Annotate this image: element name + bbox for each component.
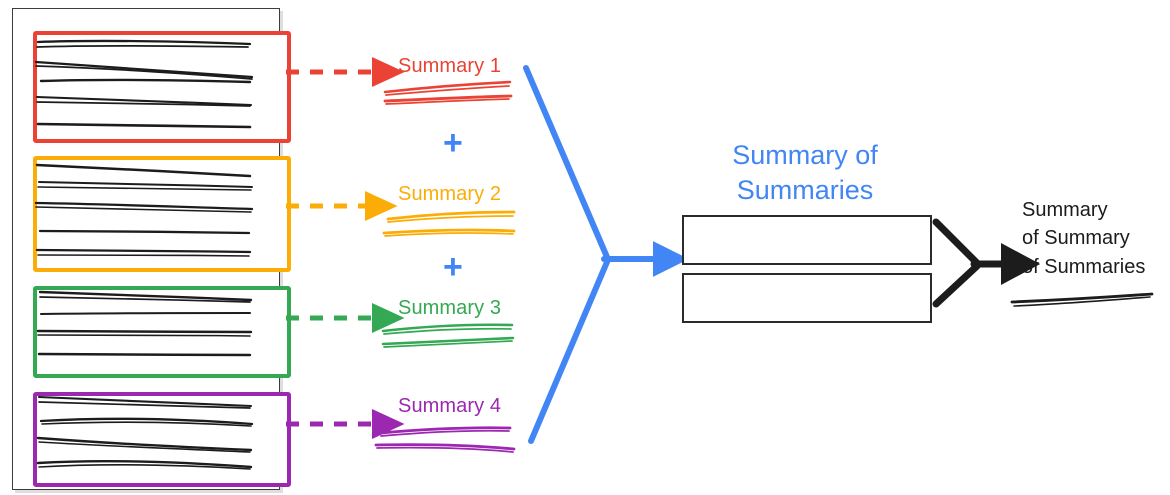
- chunk-1-text-lines: [34, 39, 254, 129]
- summary-3-label: Summary 3: [398, 297, 502, 319]
- final-title-line-2: of Summary: [1022, 227, 1130, 250]
- final-title-line-3: of Summaries: [1022, 255, 1146, 278]
- merge-arrow-black: [932, 218, 1041, 308]
- final-summary-title: Summary of Summary of Summaries: [1022, 196, 1170, 281]
- sos-box-2: [682, 273, 932, 323]
- final-title-line-1: Summary: [1022, 199, 1108, 221]
- summary-1-label: Summary 1: [398, 55, 502, 77]
- summary-1-squiggles: [383, 80, 513, 105]
- summary-3-squiggles: [381, 323, 515, 348]
- merge-arrow-blue: [523, 65, 689, 444]
- chunk-2-text-lines: [34, 163, 254, 257]
- plus-operator-1: +: [443, 124, 463, 162]
- plus-operator-2: +: [443, 248, 463, 286]
- summary-of-summaries-title: Summary of Summaries: [660, 138, 950, 207]
- chunk-4-text-lines: [36, 395, 254, 470]
- sos-box-1: [682, 215, 932, 265]
- summary-4-label: Summary 4: [398, 395, 502, 417]
- final-summary-squiggle: [1010, 292, 1154, 307]
- summary-4-squiggles: [374, 426, 516, 453]
- sos-title-line-1: Summary of: [732, 140, 878, 170]
- summary-2-label: Summary 2: [398, 183, 502, 205]
- summary-2-squiggles: [382, 210, 516, 237]
- chunk-3-text-lines: [36, 290, 253, 357]
- sos-title-line-2: Summaries: [736, 174, 874, 205]
